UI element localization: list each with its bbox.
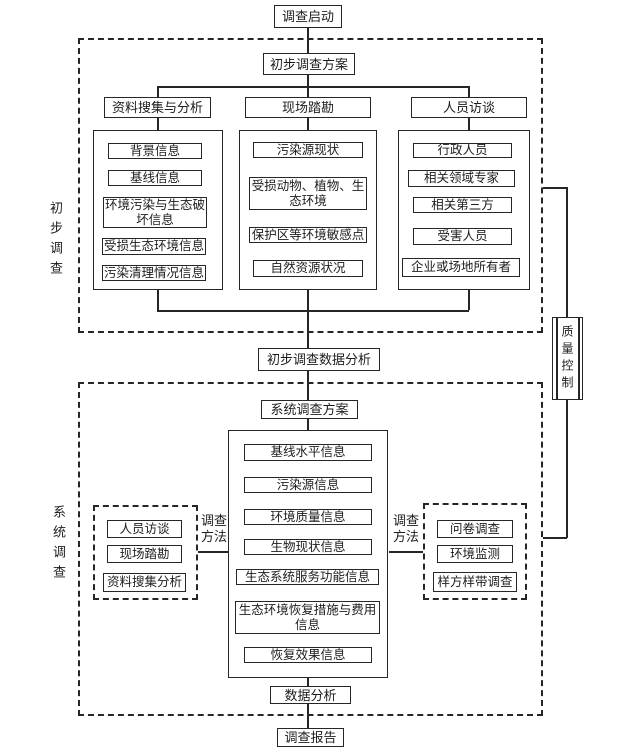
preliminary-plan-node: 初步调查方案 xyxy=(263,53,355,75)
quality-control-label: 质量控制 xyxy=(560,324,574,393)
connector-line xyxy=(468,86,470,97)
item-baseline-info: 基线信息 xyxy=(108,170,202,186)
system-plan-node: 系统调查方案 xyxy=(261,400,358,419)
column-header-data-collection: 资料搜集与分析 xyxy=(104,97,211,118)
item-baseline-level-info: 基线水平信息 xyxy=(244,444,372,461)
connector-line xyxy=(307,28,309,53)
preliminary-side-label: 初步调查 xyxy=(48,201,63,281)
item-admin-staff: 行政人员 xyxy=(413,143,512,158)
item-third-parties: 相关第三方 xyxy=(413,197,512,213)
connector-line xyxy=(307,118,309,130)
connector-line xyxy=(157,118,159,130)
connector-line xyxy=(307,290,309,310)
item-sensitive-sites: 保护区等环境敏感点 xyxy=(249,227,367,243)
item-ecosystem-services-info: 生态系统服务功能信息 xyxy=(236,569,379,585)
connector-line xyxy=(543,537,567,539)
start-node: 调查启动 xyxy=(274,5,342,28)
connector-line xyxy=(157,290,159,310)
data-analysis-node: 数据分析 xyxy=(270,686,351,704)
item-pollution-source-info: 污染源信息 xyxy=(244,477,372,493)
report-node: 调查报告 xyxy=(277,728,344,747)
item-background-info: 背景信息 xyxy=(108,143,202,159)
item-victims: 受害人员 xyxy=(413,228,512,245)
connector-line xyxy=(157,310,469,312)
item-damaged-env-info: 受损生态环境信息 xyxy=(102,238,206,255)
connector-line xyxy=(307,75,309,86)
column-header-site-survey: 现场踏勘 xyxy=(245,97,371,118)
quality-control-inner-edge xyxy=(556,318,558,399)
connector-line xyxy=(307,371,309,401)
item-env-quality-info: 环境质量信息 xyxy=(244,509,372,525)
method-env-monitoring: 环境监测 xyxy=(437,545,513,563)
connector-line xyxy=(157,86,159,97)
method-interviews: 人员访谈 xyxy=(107,520,182,538)
quality-control-inner-edge xyxy=(578,318,580,399)
method-data-collection-analysis: 资料搜集分析 xyxy=(103,573,186,592)
column-header-interviews: 人员访谈 xyxy=(411,97,527,118)
item-restoration-effect-info: 恢复效果信息 xyxy=(244,647,372,663)
connector-line xyxy=(389,551,423,553)
right-methods-container xyxy=(423,503,527,600)
connector-line xyxy=(468,290,470,310)
method-site-survey: 现场踏勘 xyxy=(107,545,182,563)
preliminary-data-analysis-node: 初步调查数据分析 xyxy=(258,348,380,371)
item-restoration-cost-info: 生态环境恢复措施与费用信息 xyxy=(235,601,380,634)
method-questionnaire: 问卷调查 xyxy=(437,520,513,538)
item-domain-experts: 相关领域专家 xyxy=(408,170,515,187)
right-methods-label: 调查方法 xyxy=(392,513,419,544)
item-cleanup-info: 污染清理情况信息 xyxy=(102,265,206,281)
item-pollution-damage-info: 环境污染与生态破坏信息 xyxy=(103,197,207,228)
item-bio-status-info: 生物现状信息 xyxy=(244,539,372,555)
connector-line xyxy=(543,187,567,189)
connector-line xyxy=(468,118,470,130)
item-natural-resources: 自然资源状况 xyxy=(253,260,363,277)
connector-line xyxy=(566,400,568,538)
left-methods-label: 调查方法 xyxy=(200,513,227,544)
connector-line xyxy=(307,678,309,686)
connector-line xyxy=(307,310,309,348)
item-site-owners: 企业或场地所有者 xyxy=(402,258,520,277)
connector-line xyxy=(307,704,309,728)
connector-line xyxy=(307,419,309,430)
system-side-label: 系统调查 xyxy=(51,505,66,585)
item-damaged-flora-fauna: 受损动物、植物、生态环境 xyxy=(249,177,367,210)
preliminary-phase-container xyxy=(78,38,543,333)
left-methods-container xyxy=(93,505,198,600)
connector-line xyxy=(157,86,469,88)
connector-line xyxy=(198,551,229,553)
item-pollution-source-status: 污染源现状 xyxy=(253,142,363,158)
system-phase-container xyxy=(78,382,543,716)
connector-line xyxy=(307,86,309,97)
connector-line xyxy=(566,187,568,317)
method-quadrat-transect: 样方样带调查 xyxy=(433,572,517,592)
